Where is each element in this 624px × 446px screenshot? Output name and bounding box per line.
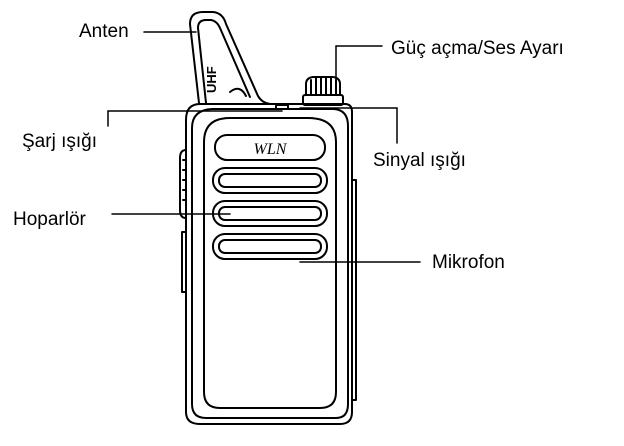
brand-logo: WLN xyxy=(254,141,288,158)
radio-body-shell xyxy=(191,108,349,419)
side-right-rail xyxy=(351,179,357,401)
label-signal-light: Sinyal ışığı xyxy=(373,150,466,171)
power-volume-knob[interactable] xyxy=(302,76,344,106)
side-ptt-button[interactable] xyxy=(179,149,187,293)
antenna-model-text: UHF xyxy=(204,66,219,93)
logo-plate xyxy=(214,134,326,161)
charge-light xyxy=(275,104,289,110)
speaker-grille xyxy=(212,167,328,227)
label-speaker: Hoparlör xyxy=(13,209,86,230)
label-power-volume: Güç açma/Ses Ayarı xyxy=(391,38,564,59)
antenna: UHF xyxy=(189,11,277,105)
front-panel xyxy=(203,117,337,409)
microphone-slot xyxy=(212,233,328,260)
label-microphone: Mikrofon xyxy=(432,252,505,273)
label-charge-light: Şarj ışığı xyxy=(22,131,97,152)
label-antenna: Anten xyxy=(79,21,129,42)
leader-lines xyxy=(107,31,421,263)
